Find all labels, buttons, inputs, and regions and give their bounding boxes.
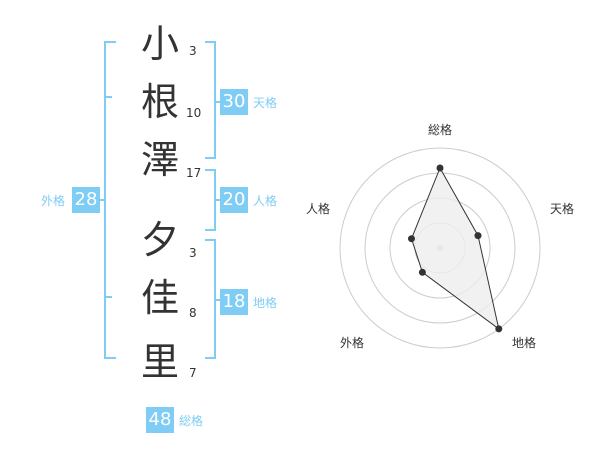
tenkaku-label: 天格 — [253, 96, 278, 110]
name-char-4: 夕 — [140, 218, 179, 262]
chikaku-score: 18 — [220, 289, 248, 315]
radar-point-4 — [418, 268, 426, 276]
radar-label-soukaku: 総格 — [427, 123, 452, 137]
name-char-6-strokes: 7 — [189, 366, 197, 380]
name-char-1: 小 — [140, 22, 179, 66]
name-char-3: 澤 — [140, 138, 179, 182]
radar-ring-4 — [339, 147, 541, 349]
gaikaku-score: 28 — [72, 187, 100, 213]
name-char-2: 根 — [140, 80, 179, 124]
name-char-3-strokes: 17 — [186, 166, 202, 180]
radar-label-chikaku: 地格 — [511, 336, 536, 350]
radar-label-tenkaku: 天格 — [549, 202, 574, 216]
radar-point-1 — [436, 164, 444, 172]
jinkaku-score: 20 — [220, 187, 248, 213]
gaikaku-label: 外格 — [41, 194, 66, 208]
radar-label-jinkaku: 人格 — [305, 202, 330, 216]
name-char-4-strokes: 3 — [189, 246, 197, 260]
tenkaku-score: 30 — [220, 89, 248, 115]
soukaku-label: 総格 — [179, 414, 204, 428]
name-char-6: 里 — [140, 340, 179, 384]
radar-label-gaikaku: 外格 — [339, 336, 364, 350]
radar-point-2 — [474, 232, 482, 240]
soukaku-score: 48 — [146, 407, 174, 433]
name-char-2-strokes: 10 — [186, 106, 202, 120]
jinkaku-label: 人格 — [253, 194, 278, 208]
name-char-5-strokes: 8 — [189, 306, 197, 320]
name-char-5: 佳 — [140, 276, 179, 320]
radar-point-5 — [408, 235, 415, 243]
name-char-1-strokes: 3 — [189, 44, 197, 58]
radar-polygon — [410, 166, 500, 331]
chikaku-label: 地格 — [253, 296, 278, 310]
radar-point-3 — [495, 325, 503, 333]
